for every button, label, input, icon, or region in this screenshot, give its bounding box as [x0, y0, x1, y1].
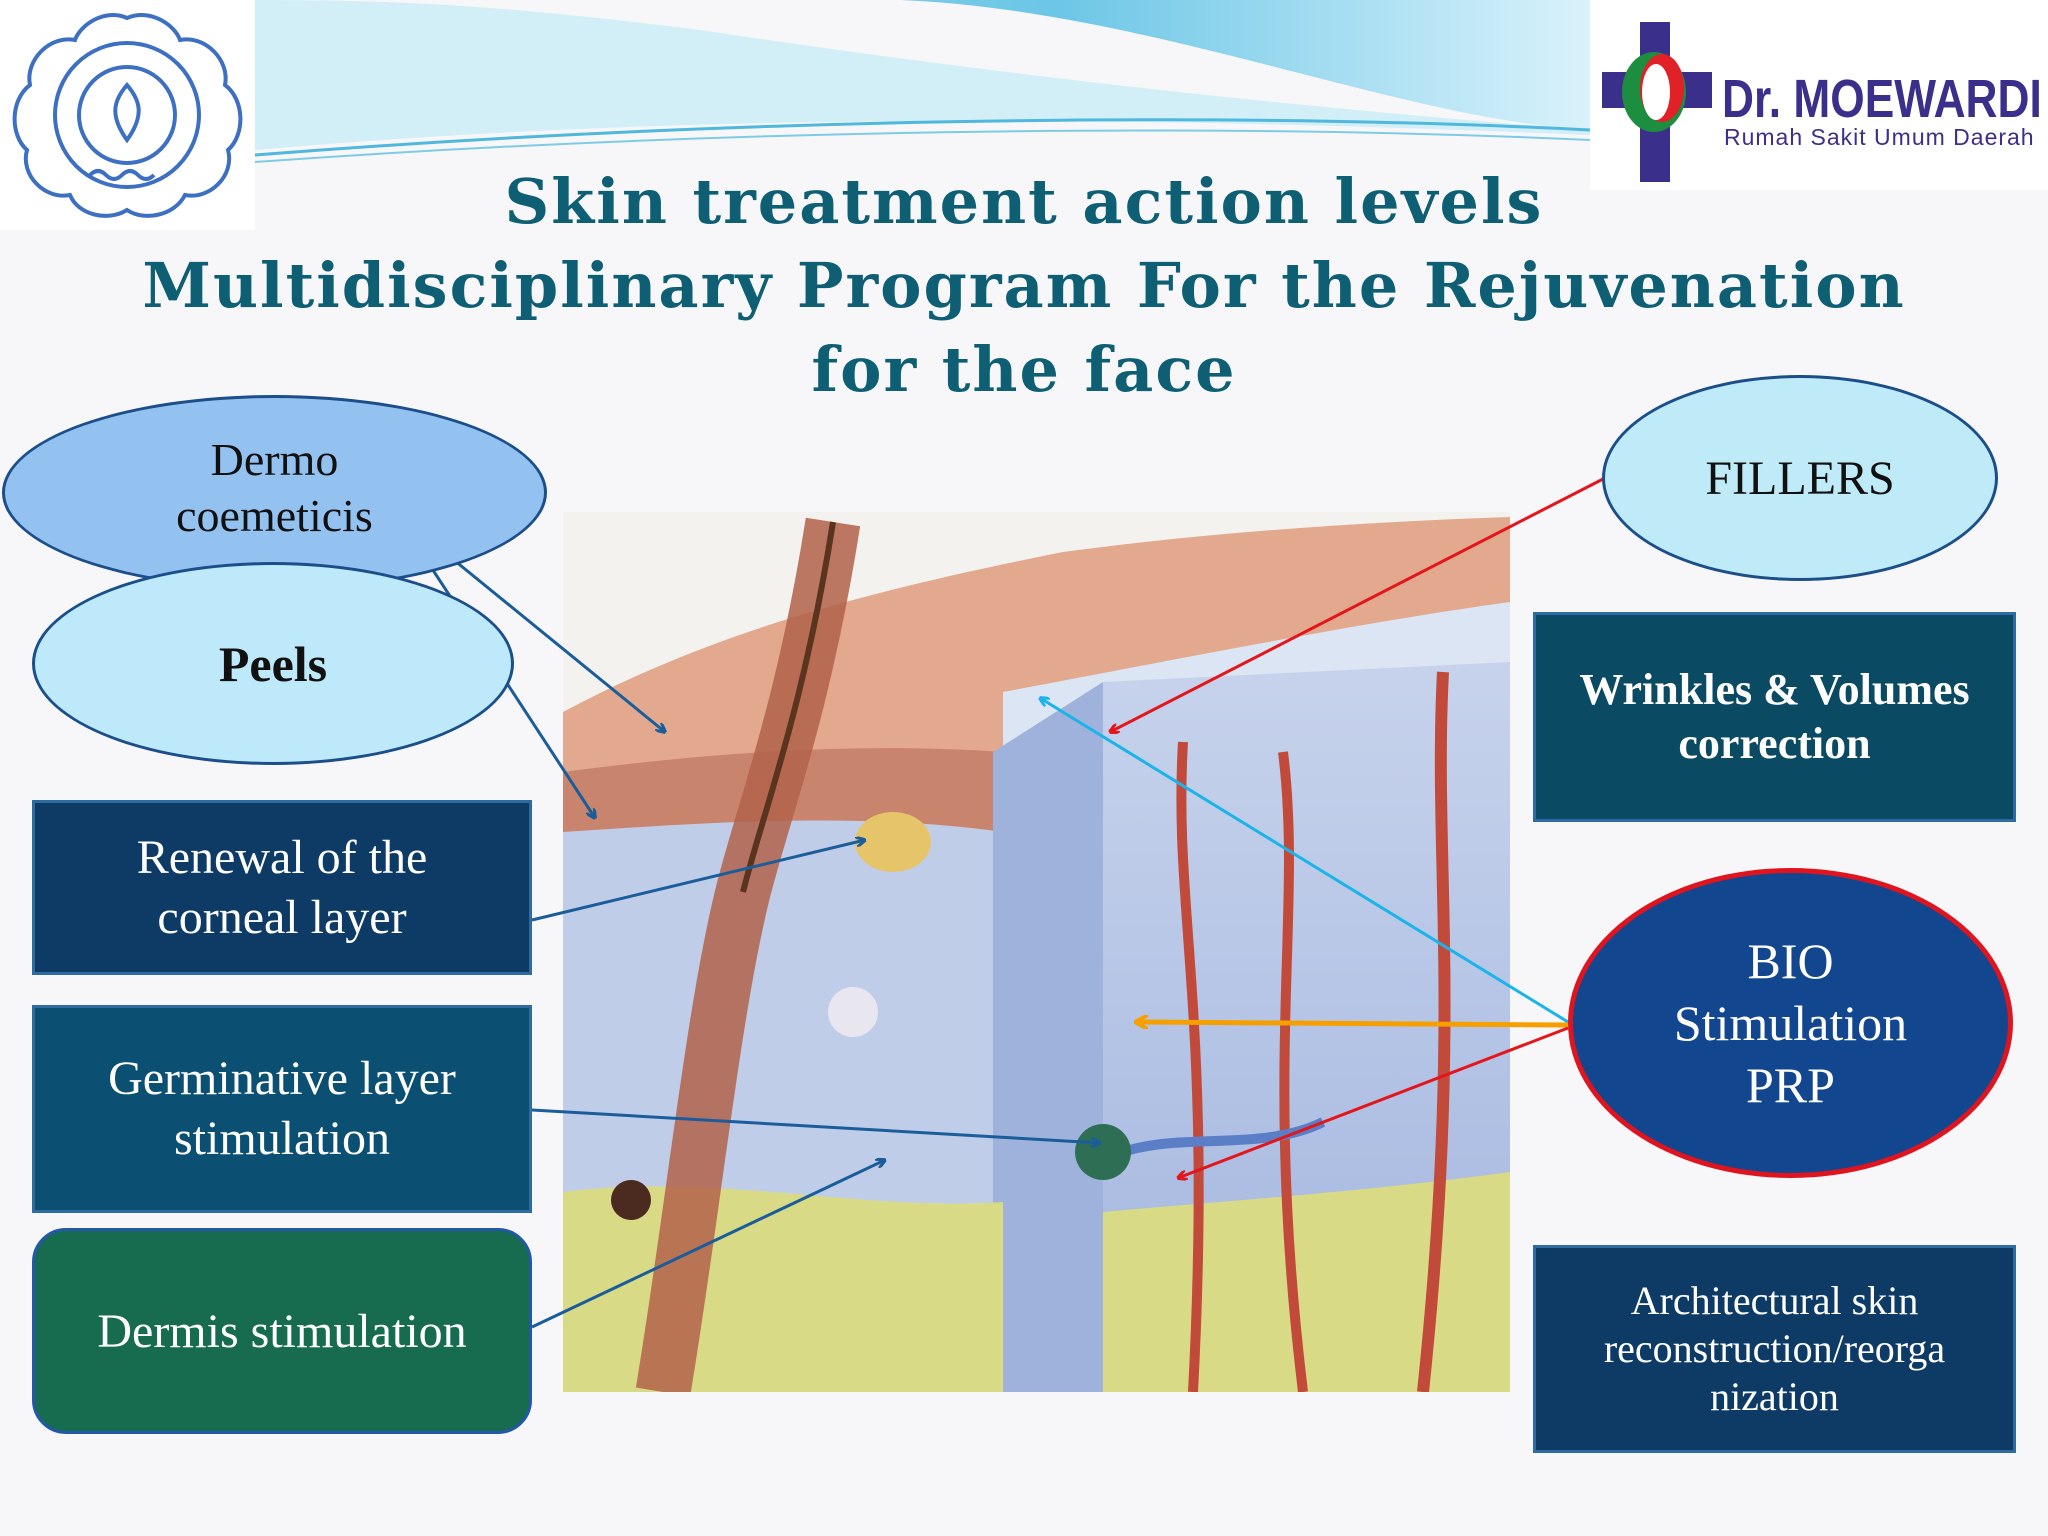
arch-label-line-1: Architectural skin — [1630, 1278, 1919, 1323]
germinative-label-line-1: Germinative layer — [108, 1052, 456, 1105]
hospital-cross-heart-icon — [1602, 22, 1712, 182]
arch-label-line-2: reconstruction/reorga — [1603, 1326, 1946, 1371]
hospital-name: Dr. MOEWARDI — [1722, 69, 2042, 129]
germinative-layer-box: Germinative layer stimulation — [32, 1005, 532, 1213]
wrinkles-volumes-box: Wrinkles & Volumes correction — [1533, 612, 2016, 822]
bio-stimulation-oval: BIO Stimulation PRP — [1568, 868, 2013, 1178]
bio-label-line-1: BIO — [1747, 933, 1834, 989]
bio-label-line-2: Stimulation — [1673, 995, 1908, 1051]
dermis-label: Dermis stimulation — [97, 1304, 467, 1358]
title-line-1: Skin treatment action levels — [504, 165, 1544, 238]
dermo-cosmetics-oval: Dermo coemeticis — [2, 395, 547, 590]
wrinkles-label-line-2: correction — [1678, 719, 1871, 768]
germinative-label-line-2: stimulation — [174, 1112, 390, 1165]
bio-label-line-3: PRP — [1746, 1057, 1835, 1113]
dermo-label-line-2: coemeticis — [176, 489, 373, 541]
university-seal-icon — [12, 13, 243, 218]
fillers-oval: FILLERS — [1602, 375, 1998, 581]
hospital-logo: Dr. MOEWARDI Rumah Sakit Umum Daerah — [1590, 0, 2048, 190]
peels-oval: Peels — [32, 562, 514, 765]
dermis-stimulation-box: Dermis stimulation — [32, 1228, 532, 1434]
dermo-label-line-1: Dermo — [210, 433, 339, 485]
renewal-corneal-layer-box: Renewal of the corneal layer — [32, 800, 532, 975]
skin-cross-section-illustration — [563, 512, 1510, 1392]
title-line-2: Multidisciplinary Program For the Rejuve… — [142, 249, 1906, 322]
arch-label-line-3: nization — [1710, 1374, 1839, 1419]
fillers-label: FILLERS — [1705, 451, 1895, 505]
renewal-label-line-2: corneal layer — [157, 890, 407, 944]
university-logo — [0, 0, 255, 230]
hospital-subtitle: Rumah Sakit Umum Daerah — [1724, 124, 2035, 150]
peels-label: Peels — [218, 635, 328, 692]
slide-title: Skin treatment action levels Multidiscip… — [0, 160, 2048, 412]
wrinkles-label-line-1: Wrinkles & Volumes — [1579, 665, 1970, 714]
architectural-reconstruction-box: Architectural skin reconstruction/reorga… — [1533, 1245, 2016, 1453]
header-wave-banner — [254, 0, 1591, 163]
renewal-label-line-1: Renewal of the — [136, 830, 428, 884]
title-line-3: for the face — [811, 333, 1237, 406]
